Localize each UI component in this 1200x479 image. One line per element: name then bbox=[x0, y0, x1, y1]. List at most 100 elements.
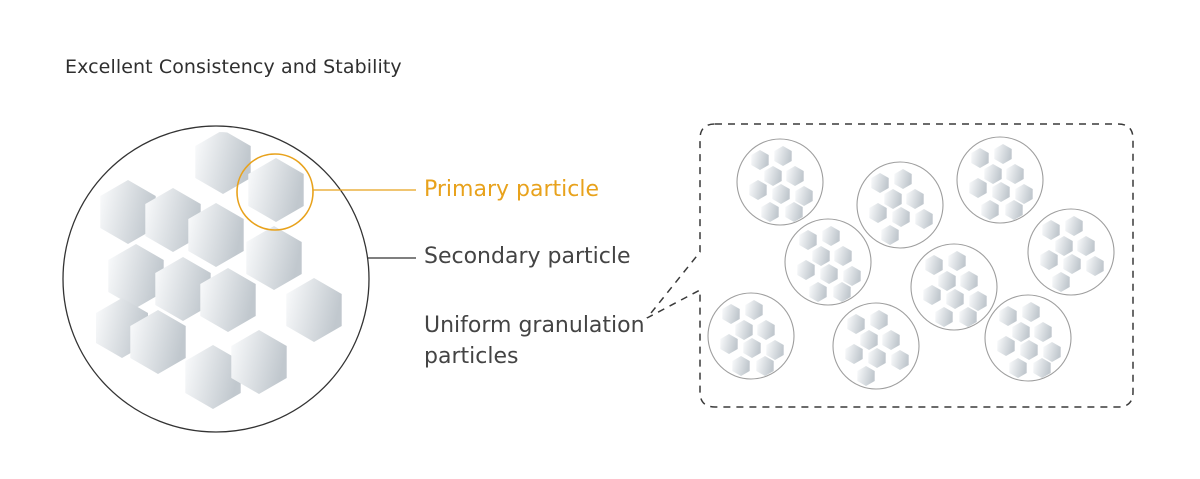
granule bbox=[1027, 208, 1115, 296]
primary-particle-hex bbox=[231, 330, 287, 394]
granule-primary-hex bbox=[935, 307, 953, 327]
granule-primary-hex bbox=[994, 144, 1012, 164]
granule-primary-hex bbox=[959, 307, 977, 327]
uniform-granulation-label: Uniform granulation particles bbox=[424, 310, 645, 372]
granule-primary-hex bbox=[969, 291, 987, 311]
granule-primary-hex bbox=[1006, 164, 1024, 184]
granule-primary-hex bbox=[761, 202, 779, 222]
granule-primary-hex bbox=[868, 348, 886, 368]
granule bbox=[707, 292, 795, 380]
granule-primary-hex bbox=[869, 203, 887, 223]
primary-particle-hex bbox=[185, 345, 241, 409]
granule-primary-hex bbox=[882, 330, 900, 350]
granule bbox=[736, 138, 824, 226]
granule bbox=[956, 136, 1044, 224]
granule-primary-hex bbox=[1077, 236, 1095, 256]
granule-primary-hex bbox=[809, 282, 827, 302]
granule-primary-hex bbox=[892, 207, 910, 227]
granule-primary-hex bbox=[845, 344, 863, 364]
primary-particle-hex bbox=[155, 257, 211, 321]
granulation-callout-bubble bbox=[646, 123, 1134, 408]
primary-particle-hex bbox=[248, 158, 304, 222]
primary-particle-hex bbox=[108, 244, 164, 308]
uniform-granulation-label-line2: particles bbox=[424, 344, 519, 369]
granule-primary-hex bbox=[938, 271, 956, 291]
granule-primary-hex bbox=[946, 289, 964, 309]
primary-particle-label: Primary particle bbox=[424, 177, 599, 202]
primary-particle-hex bbox=[200, 268, 256, 332]
secondary-particle bbox=[62, 125, 370, 433]
granule-primary-hex bbox=[870, 310, 888, 330]
granule-primary-hex bbox=[1055, 236, 1073, 256]
granule-primary-hex bbox=[812, 246, 830, 266]
granule-primary-hex bbox=[847, 314, 865, 334]
granule-primary-hex bbox=[720, 334, 738, 354]
granule-primary-hex bbox=[1015, 184, 1033, 204]
granule-primary-hex bbox=[799, 230, 817, 250]
granule-primary-hex bbox=[756, 356, 774, 376]
granule-primary-hex bbox=[984, 164, 1002, 184]
granule-primary-hex bbox=[766, 340, 784, 360]
granule-primary-hex bbox=[997, 336, 1015, 356]
granule-primary-hex bbox=[743, 338, 761, 358]
granule-primary-hex bbox=[999, 306, 1017, 326]
granule-primary-hex bbox=[992, 182, 1010, 202]
uniform-granules bbox=[707, 136, 1115, 390]
granule bbox=[984, 294, 1072, 382]
granule bbox=[784, 218, 872, 306]
primary-particle-hex bbox=[195, 132, 251, 194]
granule bbox=[910, 243, 998, 331]
granule-primary-hex bbox=[1042, 220, 1060, 240]
granule-primary-hex bbox=[857, 366, 875, 386]
granule-primary-hex bbox=[795, 186, 813, 206]
secondary-particle-label: Secondary particle bbox=[424, 244, 631, 269]
granule-primary-hex bbox=[820, 264, 838, 284]
granule-primary-hex bbox=[1033, 358, 1051, 378]
granule-primary-hex bbox=[860, 330, 878, 350]
granule-primary-hex bbox=[774, 146, 792, 166]
granule-primary-hex bbox=[732, 356, 750, 376]
granule-primary-hex bbox=[822, 226, 840, 246]
granule-primary-hex bbox=[1005, 200, 1023, 220]
granule-primary-hex bbox=[971, 148, 989, 168]
primary-particle-hex bbox=[286, 278, 342, 342]
granule-primary-hex bbox=[1020, 340, 1038, 360]
granule-primary-hex bbox=[1022, 302, 1040, 322]
granule-primary-hex bbox=[981, 200, 999, 220]
granule-primary-hex bbox=[925, 255, 943, 275]
granule-primary-hex bbox=[1063, 254, 1081, 274]
granule-primary-hex bbox=[772, 184, 790, 204]
granule-primary-hex bbox=[1052, 272, 1070, 292]
granule-primary-hex bbox=[906, 189, 924, 209]
granule-primary-hex bbox=[871, 173, 889, 193]
granule-primary-hex bbox=[785, 202, 803, 222]
primary-particle-hex bbox=[246, 226, 302, 290]
granule-primary-hex bbox=[969, 178, 987, 198]
granule-primary-hex bbox=[915, 209, 933, 229]
granule-primary-hex bbox=[1065, 216, 1083, 236]
granule-primary-hex bbox=[722, 304, 740, 324]
granule-primary-hex bbox=[1086, 256, 1104, 276]
granule-primary-hex bbox=[757, 320, 775, 340]
granule-primary-hex bbox=[884, 189, 902, 209]
primary-particle-hex bbox=[145, 188, 201, 252]
granule-primary-hex bbox=[833, 282, 851, 302]
granule-primary-hex bbox=[834, 246, 852, 266]
granule-primary-hex bbox=[1040, 250, 1058, 270]
granule-primary-hex bbox=[1034, 322, 1052, 342]
granule-primary-hex bbox=[786, 166, 804, 186]
granule-primary-hex bbox=[960, 271, 978, 291]
granule bbox=[856, 161, 944, 249]
granule-primary-hex bbox=[1009, 358, 1027, 378]
granule-primary-hex bbox=[764, 166, 782, 186]
granule bbox=[832, 302, 920, 390]
primary-particle-hex bbox=[188, 203, 244, 267]
granule-primary-hex bbox=[881, 225, 899, 245]
granule-primary-hex bbox=[749, 180, 767, 200]
primary-particle-highlight bbox=[236, 153, 314, 231]
granule-primary-hex bbox=[1043, 342, 1061, 362]
granule-primary-hex bbox=[751, 150, 769, 170]
granule-primary-hex bbox=[891, 350, 909, 370]
primary-particle-hex bbox=[100, 180, 156, 244]
